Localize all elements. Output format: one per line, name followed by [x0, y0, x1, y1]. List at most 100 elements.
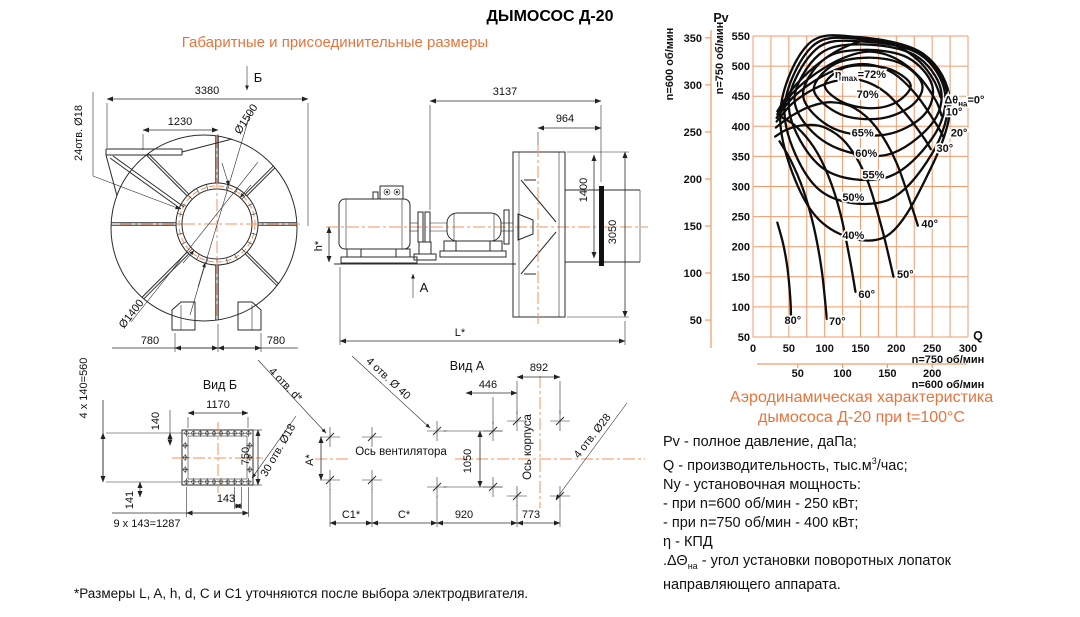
efficiency-label: 60% — [855, 148, 877, 160]
blade-angle-label: 60° — [858, 289, 875, 301]
y2-tick: 350 — [684, 33, 702, 45]
y2-tick: 250 — [684, 127, 702, 139]
x1-tick: 0 — [750, 343, 756, 355]
dim-c1: C1* — [342, 509, 361, 521]
x2-axis-name: n=600 об/мин — [912, 379, 985, 391]
y2-tick: 200 — [684, 174, 702, 186]
dim-4x140: 4 х 140=560 — [78, 358, 90, 419]
dim-141: 141 — [124, 491, 136, 509]
legend-line-dtheta2: направляющего аппарата. — [663, 576, 841, 593]
y1-tick: 400 — [732, 121, 750, 133]
label-4-holes-40: 4 отв. Ø 40 — [364, 355, 413, 402]
dim-1050: 1050 — [462, 449, 474, 473]
page-title: ДЫМОСОС Д-20 — [486, 8, 614, 25]
dim-780-left: 780 — [141, 335, 159, 347]
label-inlet-dia: Ø1400 — [117, 297, 147, 330]
y1-axis-name: n=750 об/мин — [714, 22, 726, 95]
blade-angle-label: 80° — [785, 315, 802, 327]
y1-tick: 250 — [732, 212, 750, 224]
chart-title: Аэродинамическая характеристика дымососа… — [663, 388, 1060, 428]
blade-angle-label: 20° — [951, 128, 968, 140]
dim-L: L* — [455, 327, 466, 339]
legend-line-pv: Pv - полное давление, даПа; — [663, 434, 857, 450]
legend-line-n750: - при n=750 об/мин - 400 кВт; — [663, 514, 859, 531]
efficiency-label: 50% — [842, 192, 864, 204]
label-flange-dia: Ø1500 — [232, 102, 260, 136]
dim-9x143: 9 х 143=1287 — [114, 518, 181, 530]
y2-tick: 50 — [690, 315, 702, 327]
aerodynamic-chart: 350 300 250 200 150 100 50 n=600 об/мин n=750 об… — [664, 11, 986, 391]
footnote: *Размеры L, A, h, d, C и C1 уточняются п… — [74, 586, 529, 601]
y1-tick: 200 — [732, 242, 750, 254]
legend-line-ny: Ny - установочная мощность: — [663, 476, 861, 493]
label-4-holes-d: 4 отв. d* — [266, 365, 305, 404]
x1-tick: 100 — [815, 343, 833, 355]
dim-750: 750 — [240, 447, 252, 465]
y1-tick: 500 — [732, 61, 750, 73]
dim-780-right: 780 — [267, 335, 285, 347]
x1-tick: 200 — [887, 343, 905, 355]
chart-legend: Pv - полное давление, даПа; Q - производ… — [663, 433, 1075, 595]
view-a-title: Вид А — [450, 359, 485, 373]
x-axis-label: Q — [973, 329, 983, 343]
dim-1170: 1170 — [206, 399, 230, 411]
dim-143: 143 — [217, 493, 235, 505]
x2-tick: 100 — [833, 368, 851, 380]
view-b-title: Вид Б — [203, 378, 237, 392]
y1-tick: 550 — [732, 31, 750, 43]
x2-tick: 150 — [878, 368, 896, 380]
blade-angle-label: 40° — [921, 218, 938, 230]
y1-tick: 350 — [732, 151, 750, 163]
label-4-holes-28: 4 отв. Ø28 — [572, 412, 614, 461]
blade-angle-label: 70° — [829, 316, 846, 328]
y2-tick: 150 — [684, 221, 702, 233]
y1-tick: 450 — [732, 91, 750, 103]
efficiency-label: 55% — [862, 170, 884, 182]
dim-446: 446 — [479, 379, 497, 391]
label-housing-axis: Ось корпуса — [522, 413, 534, 479]
legend-line-dtheta: .ΔΘна - угол установки поворотных лопато… — [663, 552, 952, 571]
y2-axis-name: n=600 об/мин — [664, 28, 676, 101]
x1-tick: 250 — [923, 343, 941, 355]
efficiency-label: 65% — [852, 128, 874, 140]
legend-line-q: Q - производительность, тыс.м3/час; — [663, 456, 908, 474]
dim-a-star: А* — [304, 453, 316, 465]
y1-tick: 150 — [732, 272, 750, 284]
dim-920: 920 — [455, 509, 473, 521]
y1-tick: 300 — [732, 182, 750, 194]
view-marker-a: А — [420, 280, 429, 295]
dim-h: h* — [313, 240, 325, 251]
x1-tick: 150 — [851, 343, 869, 355]
dim-3380: 3380 — [195, 85, 219, 97]
dim-892: 892 — [530, 362, 548, 374]
label-bolt-holes: 24отв. Ø18 — [73, 105, 85, 161]
y2-tick: 100 — [684, 268, 702, 280]
dim-c: C* — [398, 509, 411, 521]
dim-3137: 3137 — [493, 86, 517, 98]
legend-line-eta: η - КПД — [663, 533, 713, 550]
dim-1400: 1400 — [578, 178, 590, 202]
blade-angle-label: 30° — [936, 143, 953, 155]
drawing-section-title: Габаритные и присоединительные размеры — [181, 34, 489, 51]
x1-tick: 300 — [959, 343, 977, 355]
dim-3050: 3050 — [607, 220, 619, 244]
dim-140: 140 — [150, 412, 162, 430]
dim-1230: 1230 — [168, 116, 192, 128]
chart-title-line1: Аэродинамическая характеристика — [729, 389, 994, 406]
y1-tick: 100 — [732, 302, 750, 314]
efficiency-label: 40% — [842, 230, 864, 242]
label-30-holes: 30 отв. Ø18 — [258, 422, 298, 479]
y2-tick: 300 — [684, 80, 702, 92]
section-marker-b: Б — [254, 70, 263, 85]
legend-line-n600: - при n=600 об/мин - 250 кВт; — [663, 495, 859, 512]
y-axis-label: Pv — [713, 11, 728, 25]
x1-tick: 50 — [783, 343, 795, 355]
chart-title-line2: дымососа Д-20 при t=100°C — [758, 409, 965, 426]
dim-773: 773 — [522, 509, 540, 521]
label-fan-axis: Ось вентилятора — [355, 446, 447, 458]
blade-angle-label: Δθна=0° — [944, 94, 984, 108]
blade-angle-label: 10° — [946, 106, 963, 118]
blade-angle-label: 50° — [897, 269, 914, 281]
x1-axis-name: n=750 об/мин — [912, 354, 985, 366]
